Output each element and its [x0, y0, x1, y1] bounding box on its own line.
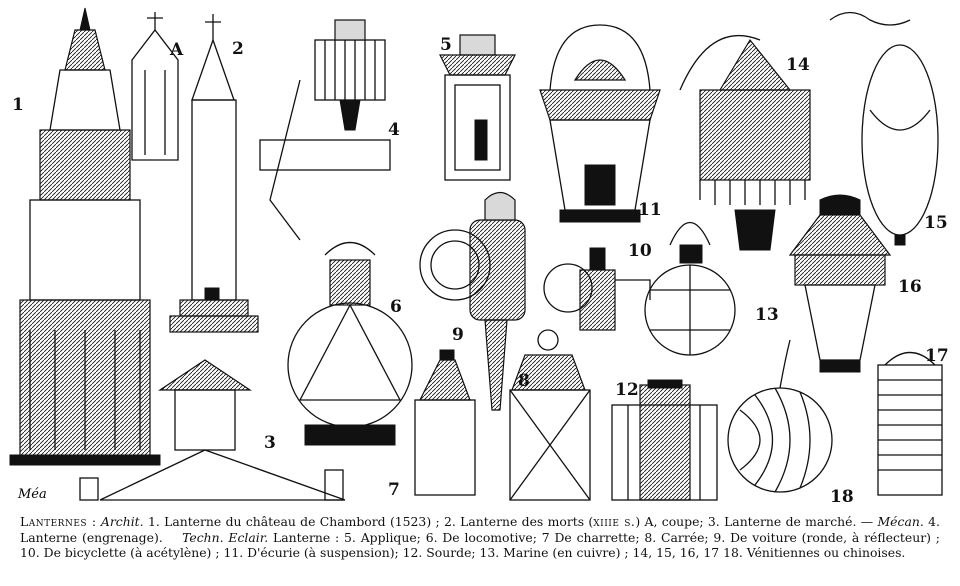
caption-century: xiiie s. [593, 514, 636, 529]
label-14: 14 [786, 55, 810, 75]
square-lantern [509, 329, 591, 501]
label-9: 9 [452, 325, 464, 345]
wall-lantern [439, 34, 516, 181]
label-11: 11 [638, 200, 662, 220]
caption-mecan-text: 4. Lanterne (engrenage). [20, 514, 940, 545]
label-8: 8 [518, 371, 530, 391]
label-17: 17 [925, 346, 949, 366]
label-A: A [169, 40, 184, 60]
label-7: 7 [388, 480, 400, 500]
label-18: 18 [830, 487, 854, 507]
folding-lantern [877, 351, 943, 496]
label-1: 1 [12, 95, 24, 115]
label-4: 4 [388, 120, 400, 140]
venetian-lantern-tiered [788, 194, 892, 373]
caption-mecan-label: Mécan. [877, 514, 924, 529]
label-10: 10 [628, 241, 652, 261]
carriage-lantern [419, 191, 526, 411]
locomotive-lantern [287, 241, 413, 446]
spherical-lantern [727, 339, 833, 493]
label-5: 5 [440, 35, 452, 55]
gear-lantern [259, 19, 391, 241]
label-13: 13 [755, 305, 779, 325]
lantern-of-the-dead [169, 14, 259, 333]
venetian-lantern-oval [829, 11, 939, 246]
stable-lantern [539, 24, 661, 223]
chambord-lantern [9, 7, 161, 466]
engraver-signature: Méa [17, 487, 47, 502]
label-15: 15 [924, 213, 948, 233]
caption-techn-text: Lanterne : 5. Applique; 6. De locomotive… [20, 529, 940, 561]
label-12: 12 [615, 380, 639, 400]
caption-head: Lanternes : [20, 514, 97, 529]
cart-lantern [414, 349, 476, 496]
market-lantern [79, 359, 346, 501]
figure-labels: 1 A 2 3 4 5 6 7 8 9 10 11 12 13 14 15 16… [12, 35, 949, 507]
caption-techn-label: Techn. Eclair. [182, 529, 269, 545]
caption-archit-text: 1. Lanterne du château de Chambord (1523… [147, 514, 594, 529]
caption-dash: — [860, 514, 874, 529]
caption-text: Lanternes : Archit. 1. Lanterne du châte… [20, 514, 940, 561]
caption-archit-label: Archit. [100, 514, 144, 529]
dark-lantern [611, 379, 718, 501]
lantern-of-dead-section [131, 12, 179, 161]
lanterns-engraving: Méa 1 A 2 3 4 5 6 7 8 9 10 11 12 13 14 1… [9, 7, 949, 507]
bicycle-lantern [543, 247, 651, 331]
label-6: 6 [390, 297, 402, 317]
caption-archit-text-2: ) A, coupe; 3. Lanterne de marché. [635, 514, 857, 529]
label-3: 3 [264, 433, 276, 453]
label-2: 2 [232, 39, 244, 59]
label-16: 16 [898, 277, 922, 297]
figure-caption: Lanternes : Archit. 1. Lanterne du châte… [20, 514, 940, 561]
venetian-lantern-fringed [679, 35, 811, 251]
marine-lantern [644, 222, 736, 356]
